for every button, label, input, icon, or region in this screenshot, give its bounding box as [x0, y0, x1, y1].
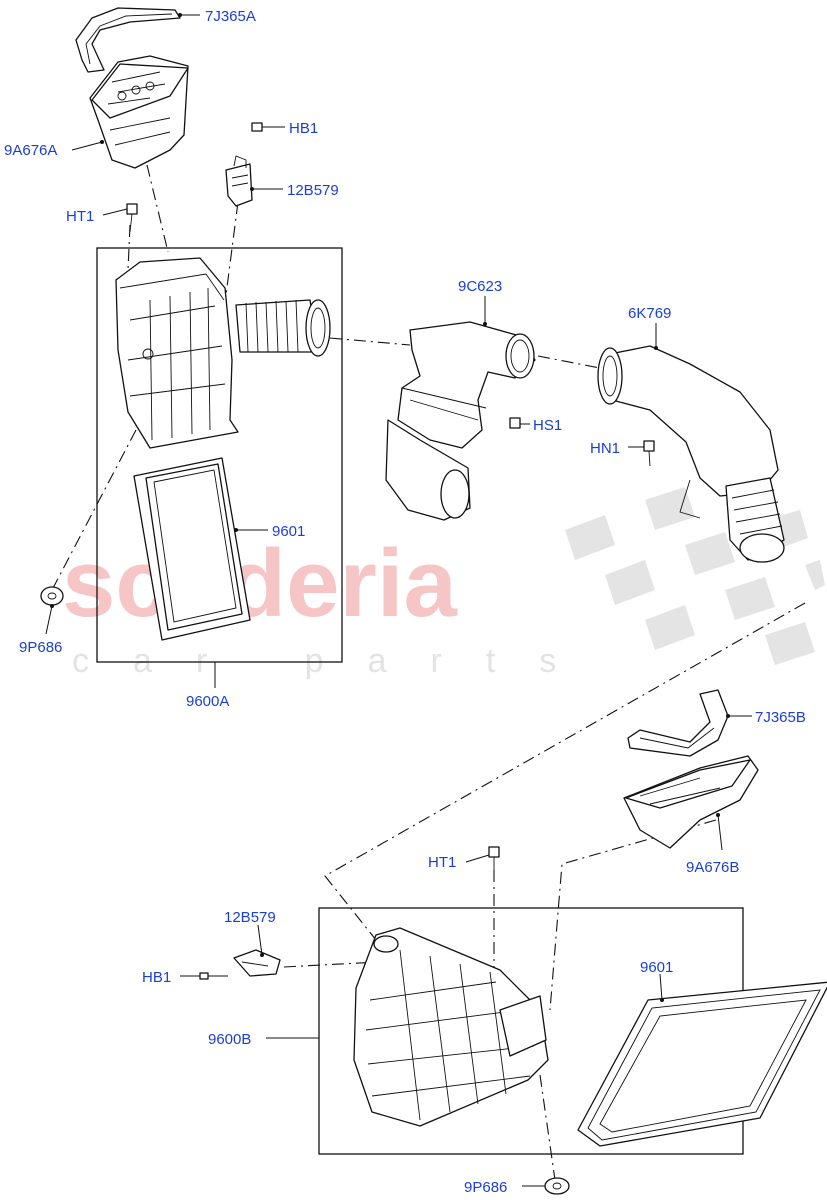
air-duct-icon [623, 755, 759, 849]
screw-icon [199, 972, 228, 980]
airbox-upper-frame [96, 247, 343, 663]
air-duct-icon [89, 55, 189, 169]
filter-icon [133, 457, 251, 641]
label-filter-lower: 9601 [640, 959, 673, 976]
watermark: scuderia car parts [62, 463, 825, 680]
grommet-icon [544, 1177, 570, 1195]
watermark-tagline: car parts [72, 642, 600, 680]
label-bracket-upper: 7J365A [205, 8, 256, 25]
hose-icon [597, 345, 785, 563]
label-grommet-upper: 9P686 [19, 639, 62, 656]
leader-lines [45, 13, 752, 1187]
label-tube: 6K769 [628, 305, 671, 322]
air-duct-icon [385, 321, 536, 521]
label-hb1-lower: HB1 [142, 969, 171, 986]
label-resonator: 9C623 [458, 278, 502, 295]
label-sensor-lower: 12B579 [224, 909, 276, 926]
screw-icon [126, 203, 138, 233]
filter-icon [577, 981, 827, 1147]
bracket-icon [627, 689, 729, 757]
screw-icon [488, 846, 500, 872]
label-airbox-lower: 9600B [208, 1031, 251, 1048]
sensor-icon [233, 949, 281, 977]
airbox-icon [353, 927, 549, 1127]
grommet-icon [40, 586, 64, 606]
label-duct-upper: 9A676A [4, 142, 57, 159]
airbox-icon [115, 257, 239, 449]
label-hn1: HN1 [590, 440, 620, 457]
screw-icon [509, 417, 530, 429]
label-duct-lower: 9A676B [686, 859, 739, 876]
screw-icon [643, 440, 655, 467]
watermark-brand: scuderia [62, 530, 457, 637]
sensor-icon [225, 155, 253, 207]
label-filter-upper: 9601 [272, 523, 305, 540]
label-hb1-upper: HB1 [289, 120, 318, 137]
label-grommet-lower: 9P686 [464, 1179, 507, 1196]
label-airbox-upper: 9600A [186, 693, 229, 710]
label-sensor-upper: 12B579 [287, 182, 339, 199]
hose-icon [235, 299, 331, 357]
bracket-icon [75, 7, 181, 73]
label-ht1-lower: HT1 [428, 854, 456, 871]
label-ht1-upper: HT1 [66, 208, 94, 225]
callout-labels: 7J365A 9A676A HB1 12B579 HT1 9C623 6K769… [4, 8, 806, 1196]
label-bracket-lower: 7J365B [755, 709, 806, 726]
checkered-flag-icon [565, 463, 825, 665]
label-hs1: HS1 [533, 417, 562, 434]
